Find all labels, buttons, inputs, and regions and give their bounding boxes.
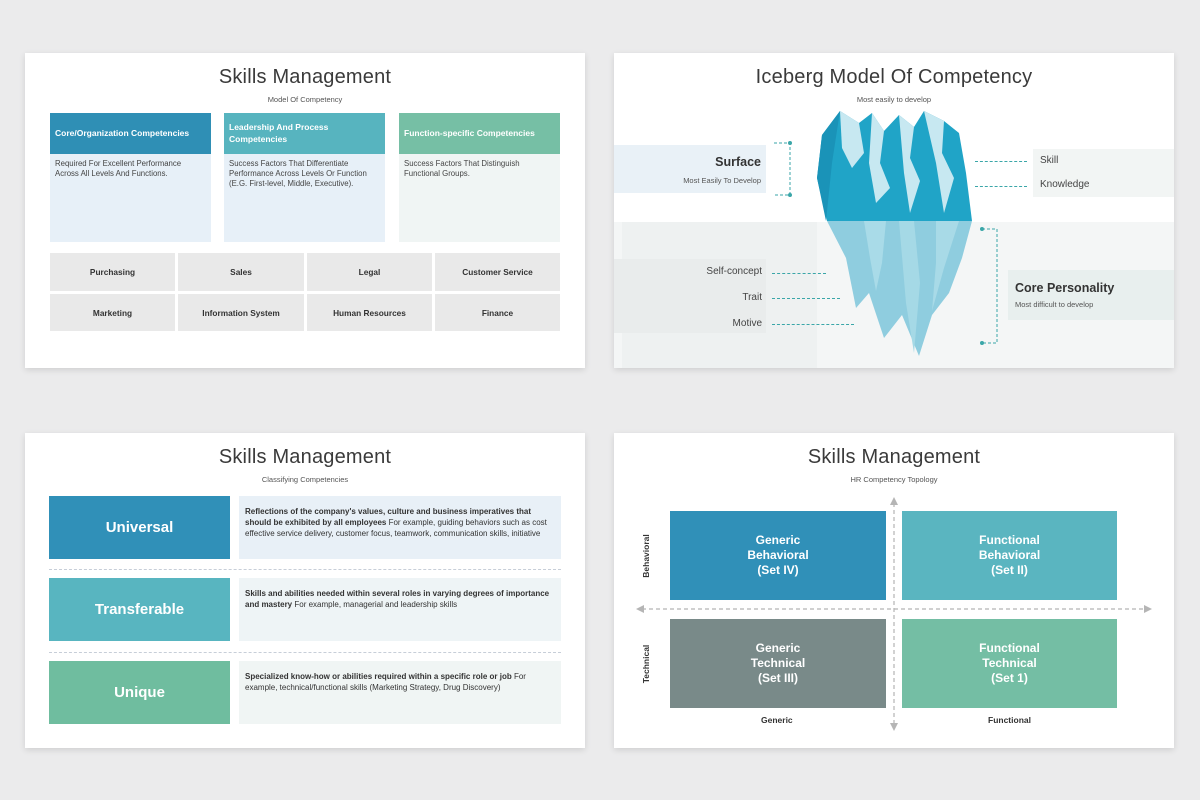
quadrant-line: Behavioral	[978, 548, 1041, 562]
slide-subtitle: Most easily to develop	[856, 95, 932, 104]
quadrant-line: Technical	[750, 656, 806, 670]
column-text: Success Factors That Distinguish Functio…	[404, 159, 520, 179]
competency-column-leadership: Leadership And Process Competencies Succ…	[224, 113, 385, 242]
quadrant-line: Generic	[755, 533, 801, 547]
category-description: Specialized know-how or abilities requir…	[239, 661, 561, 724]
core-title: Core Personality	[1015, 281, 1115, 295]
core-subtitle: Most difficult to develop	[1015, 300, 1094, 309]
quadrant-line: Technical	[982, 656, 1037, 670]
core-box	[1008, 270, 1174, 320]
surface-subtitle: Most Easily To Develop	[683, 176, 761, 185]
slide-iceberg-model[interactable]: Iceberg Model Of Competency Most easily …	[614, 53, 1174, 368]
function-cell: Marketing	[50, 294, 175, 331]
description-rest: For example, technical/functional skills…	[245, 672, 526, 693]
axis-lines	[636, 497, 1152, 731]
knowledge-label: Knowledge	[1040, 179, 1090, 190]
description-bold: Reflections of the company's values, cul…	[245, 507, 531, 528]
quadrant-line: (Set 1)	[991, 671, 1028, 685]
category-transferable: Transferable	[49, 578, 230, 641]
description-bold: Specialized know-how or abilities requir…	[245, 672, 512, 681]
y-label-behavioral: Behavioral	[641, 534, 651, 578]
quadrant-line: Functional	[979, 641, 1040, 655]
quadrant-line: Functional	[979, 533, 1040, 547]
function-cell: Purchasing	[50, 253, 175, 291]
knowledge-connector	[975, 186, 1027, 187]
category-universal: Universal	[49, 496, 230, 559]
motive-label: Motive	[732, 318, 762, 329]
slide-skills-management-model[interactable]: Skills Management Model Of Competency Co…	[25, 53, 585, 368]
surface-title: Surface	[715, 155, 761, 169]
bottom-items-box	[614, 259, 766, 333]
quadrant-line: Generic	[755, 641, 801, 655]
category-unique: Unique	[49, 661, 230, 724]
description-rest: For example, managerial and leadership s…	[292, 600, 458, 610]
column-text: Success Factors That Differentiate Perfo…	[229, 159, 367, 189]
column-text: Required For Excellent Performance Acros…	[55, 159, 182, 179]
slide-subtitle: Classifying Competencies	[261, 475, 349, 484]
row-divider	[49, 569, 561, 570]
function-cell: Customer Service	[435, 253, 560, 291]
slide-hr-competency-topology[interactable]: Skills Management HR Competency Topology…	[614, 433, 1174, 748]
top-items-box	[1033, 149, 1174, 197]
category-description: Skills and abilities needed within sever…	[239, 578, 561, 641]
slide-subtitle: HR Competency Topology	[850, 475, 938, 484]
function-cell: Human Resources	[307, 294, 432, 331]
competency-column-core: Core/Organization Competencies Required …	[50, 113, 211, 242]
iceberg-illustration	[774, 111, 998, 356]
trait-label: Trait	[742, 292, 762, 303]
description-rest: For example, guiding behaviors such as c…	[245, 518, 547, 539]
competency-column-function: Function-specific Competencies Success F…	[399, 113, 560, 242]
category-description: Reflections of the company's values, cul…	[239, 496, 561, 559]
slide-title: Skills Management	[218, 66, 392, 88]
slide-subtitle: Model Of Competency	[267, 95, 343, 104]
function-cell: Legal	[307, 253, 432, 291]
slide-title: Skills Management	[218, 446, 392, 468]
quadrant-line: (Set III)	[757, 671, 798, 685]
trait-connector	[772, 298, 840, 299]
slide-classifying-competencies[interactable]: Skills Management Classifying Competenci…	[25, 433, 585, 748]
function-cell: Sales	[178, 253, 304, 291]
surface-box	[614, 145, 766, 193]
y-label-technical: Technical	[641, 644, 651, 684]
row-divider	[49, 652, 561, 653]
self-concept-connector	[772, 273, 826, 274]
x-label-generic: Generic	[761, 715, 793, 725]
description-bold: Skills and abilities needed within sever…	[245, 589, 550, 610]
quadrant-line: Behavioral	[747, 548, 809, 562]
motive-connector	[772, 324, 854, 325]
skill-label: Skill	[1040, 155, 1059, 166]
slide-title: Iceberg Model Of Competency	[755, 66, 1033, 88]
x-label-functional: Functional	[988, 715, 1031, 725]
function-cell: Information System	[178, 294, 304, 331]
column-header: Function-specific Competencies	[399, 113, 560, 154]
slide-title: Skills Management	[807, 446, 981, 468]
quadrant-line: (Set II)	[991, 563, 1028, 577]
skill-connector	[975, 161, 1027, 162]
column-header: Leadership And Process Competencies	[224, 113, 385, 154]
quadrant-line: (Set IV)	[757, 563, 799, 577]
function-cell: Finance	[435, 294, 560, 331]
column-header: Core/Organization Competencies	[50, 113, 211, 154]
self-concept-label: Self-concept	[706, 266, 762, 277]
